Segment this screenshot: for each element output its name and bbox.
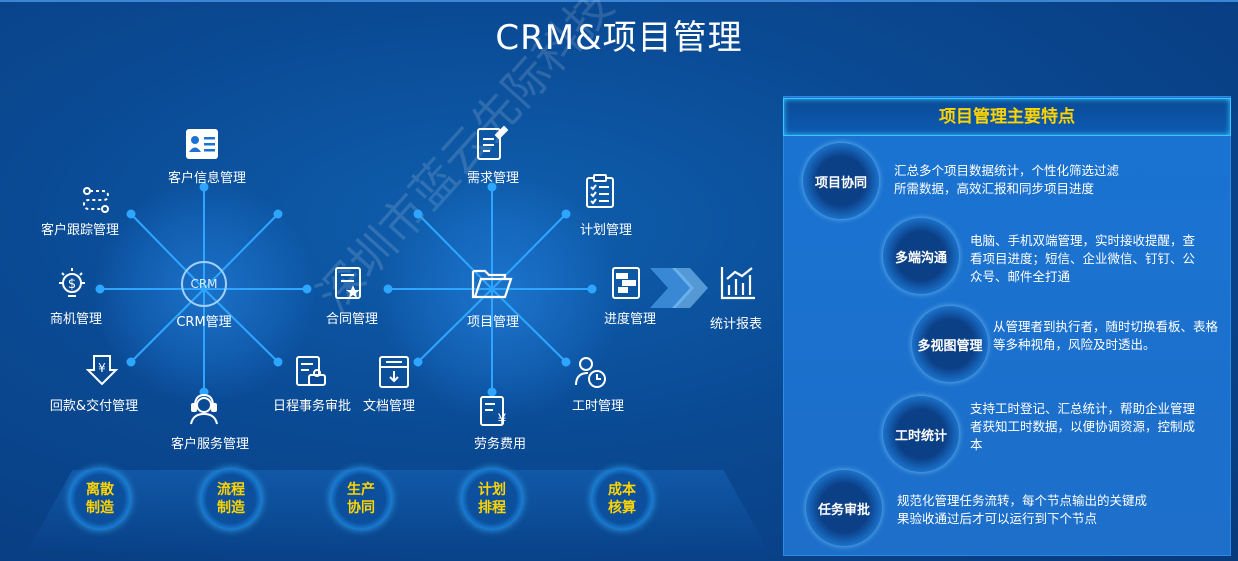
project-node-label: 计划管理 (579, 223, 633, 238)
headset-agent-icon (187, 392, 221, 430)
approval-doc-icon (295, 355, 327, 393)
badge-process-manufacturing: 流程制造 (200, 468, 262, 530)
feature-ball: 项目协同 (803, 143, 879, 219)
progress-gantt-icon (611, 266, 643, 304)
requirement-doc-icon (476, 125, 509, 165)
crm-node-label: 客户信息管理 (167, 171, 247, 186)
crm-node-label: 合同管理 (325, 312, 379, 327)
badge-discrete-manufacturing: 离散制造 (69, 468, 131, 530)
yen-down-arrow-icon: ¥ (85, 354, 119, 390)
tracking-path-icon (81, 185, 111, 219)
svg-text:¥: ¥ (498, 412, 507, 427)
project-hub-label: 项目管理 (466, 315, 520, 330)
project-node-label: 需求管理 (466, 171, 520, 186)
crm-node-label: 日程事务审批 (272, 399, 352, 414)
crm-node-label: 客户跟踪管理 (40, 223, 120, 238)
svg-text:¥: ¥ (98, 361, 106, 375)
feature-description: 汇总多个项目数据统计，个性化筛选过滤所需数据，高效汇报和同步项目进度 (894, 163, 1120, 196)
crm-node-label: 回款&交付管理 (49, 399, 139, 414)
crm-hub-icon: CRM (181, 261, 227, 307)
feature-description: 电脑、手机双端管理，实时接收提醒，查看项目进度；短信、企业微信、钉钉、公众号、邮… (970, 233, 1196, 284)
feature-ball: 任务审批 (806, 470, 882, 546)
checklist-clipboard-icon (584, 173, 616, 213)
document-box-icon (378, 355, 410, 393)
feature-description: 从管理者到执行者，随时切换看板、表格等多种视角，风险及时透出。 (993, 319, 1219, 352)
crm-node-label: 客户服务管理 (170, 437, 250, 452)
feature-ball: 多视图管理 (912, 306, 988, 382)
project-node-label: 劳务费用 (473, 437, 527, 452)
badge-production-collaboration: 生产协同 (330, 468, 392, 530)
badge-planning-scheduling: 计划排程 (461, 468, 523, 530)
crm-node-label: 商机管理 (49, 312, 103, 327)
dollar-bulb-icon: $ (56, 266, 88, 304)
feature-description: 支持工时登记、汇总统计，帮助企业管理者获知工时数据，以便协调资源，控制成本 (970, 401, 1196, 452)
feature-ball: 工时统计 (883, 396, 959, 472)
project-node-label: 工时管理 (571, 399, 625, 414)
user-clock-icon (574, 355, 608, 393)
svg-text:$: $ (68, 277, 76, 292)
feature-ball: 多端沟通 (883, 218, 959, 294)
contact-card-icon (185, 127, 219, 165)
feature-description: 规范化管理任务流转，每个节点输出的关键成果验收通过后才可以运行到下个节点 (897, 493, 1148, 526)
badge-cost-accounting: 成本核算 (591, 468, 653, 530)
bar-chart-icon (719, 265, 757, 305)
top-border-line (0, 0, 1238, 2)
project-node-label: 进度管理 (603, 312, 657, 327)
report-label: 统计报表 (709, 317, 763, 332)
crm-hub-label: CRM管理 (176, 315, 232, 330)
contract-star-icon (334, 266, 364, 304)
project-node-label: 文档管理 (362, 399, 416, 414)
page-title: CRM&项目管理 (495, 18, 743, 58)
yen-doc-icon: ¥ (479, 393, 511, 431)
features-heading: 项目管理主要特点 (783, 98, 1231, 136)
folder-open-icon (471, 265, 513, 305)
